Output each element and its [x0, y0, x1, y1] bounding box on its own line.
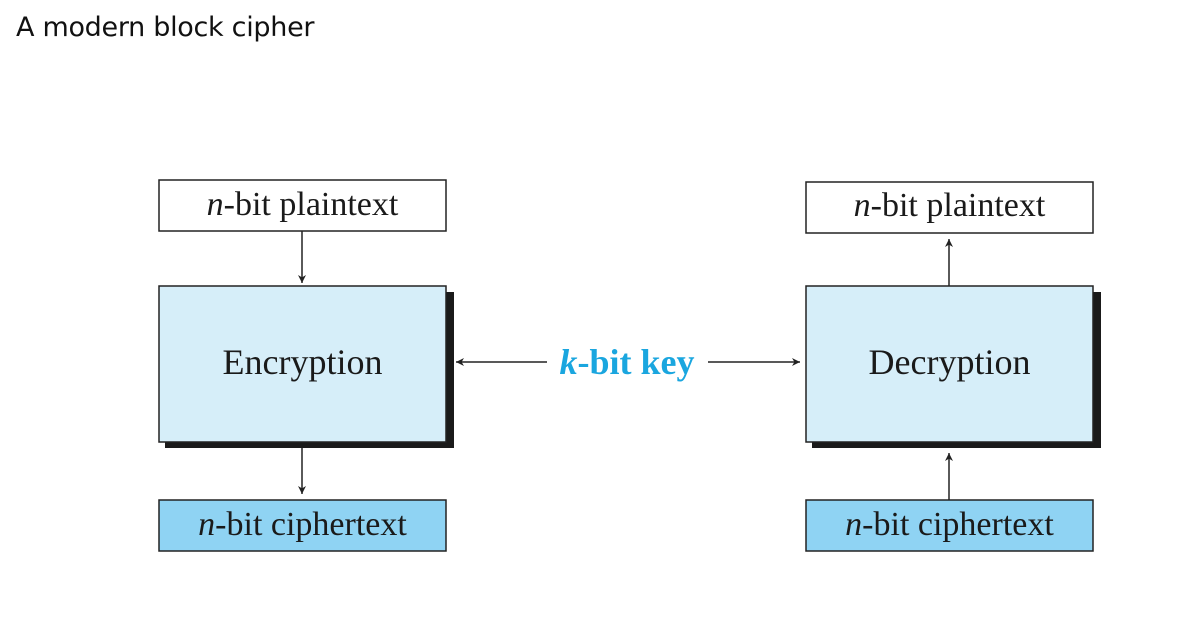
- dec-ciphertext-box: n-bit ciphertext: [805, 499, 1094, 552]
- page-title: A modern block cipher: [16, 12, 315, 43]
- encryption-box: Encryption: [158, 285, 454, 448]
- decryption-box: Decryption: [805, 285, 1101, 448]
- key-label: k-bit key: [560, 342, 695, 382]
- dec-plaintext-box: n-bit plaintext: [805, 181, 1094, 234]
- enc-ciphertext-box: n-bit ciphertext: [158, 499, 447, 552]
- encryption-label: Encryption: [223, 342, 383, 382]
- key-section: k-bit key: [456, 342, 800, 382]
- decryption-label: Decryption: [869, 342, 1031, 382]
- enc-plaintext-label: n-bit plaintext: [207, 186, 399, 223]
- dec-ciphertext-label: n-bit ciphertext: [845, 506, 1054, 543]
- enc-plaintext-box: n-bit plaintext: [158, 179, 447, 232]
- decryption-side: n-bit plaintext Decryption n-bit ciphert…: [805, 181, 1101, 552]
- enc-ciphertext-label: n-bit ciphertext: [198, 506, 407, 543]
- dec-plaintext-label: n-bit plaintext: [854, 187, 1046, 224]
- encryption-side: n-bit plaintext Encryption n-bit ciphert…: [158, 179, 454, 552]
